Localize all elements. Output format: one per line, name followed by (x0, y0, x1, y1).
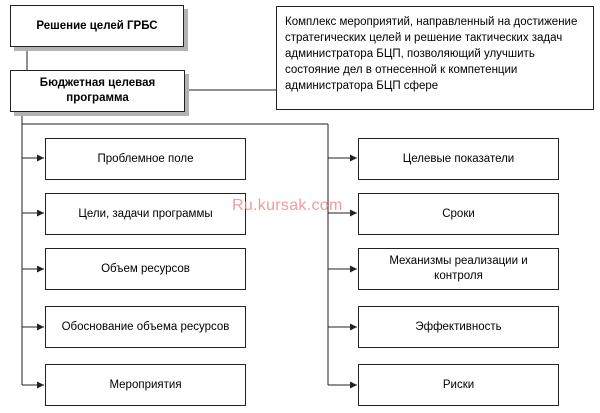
top-box: Решение целей ГРБС (10, 5, 184, 47)
right-item-2: Сроки (358, 193, 559, 235)
right-item-5: Риски (358, 364, 559, 406)
left-item-2-label: Цели, задачи программы (78, 207, 213, 220)
left-item-3-label: Объем ресурсов (101, 262, 190, 275)
right-item-3-label: Механизмы реализации и контроля (389, 255, 528, 282)
main-box-label: Бюджетная целевая программа (39, 77, 156, 104)
right-item-4-label: Эффективность (415, 320, 502, 333)
description-box: Комплекс мероприятий, направленный на до… (276, 6, 594, 110)
left-item-1-label: Проблемное поле (97, 152, 194, 165)
left-item-4-label: Обоснование объема ресурсов (61, 320, 230, 333)
top-box-label: Решение целей ГРБС (36, 19, 158, 32)
description-text: Комплекс мероприятий, направленный на до… (285, 16, 578, 92)
left-item-1: Проблемное поле (45, 138, 246, 180)
left-item-5-label: Мероприятия (109, 378, 182, 391)
right-item-2-label: Сроки (442, 207, 475, 220)
right-item-4: Эффективность (358, 306, 559, 348)
right-item-3: Механизмы реализации и контроля (358, 248, 559, 290)
left-item-4: Обоснование объема ресурсов (45, 306, 246, 348)
left-item-2: Цели, задачи программы (45, 193, 246, 235)
left-item-3: Объем ресурсов (45, 248, 246, 290)
right-item-5-label: Риски (442, 378, 475, 391)
main-box: Бюджетная целевая программа (10, 70, 185, 112)
right-item-1: Целевые показатели (358, 138, 559, 180)
right-item-1-label: Целевые показатели (402, 152, 515, 165)
left-item-5: Мероприятия (45, 364, 246, 406)
